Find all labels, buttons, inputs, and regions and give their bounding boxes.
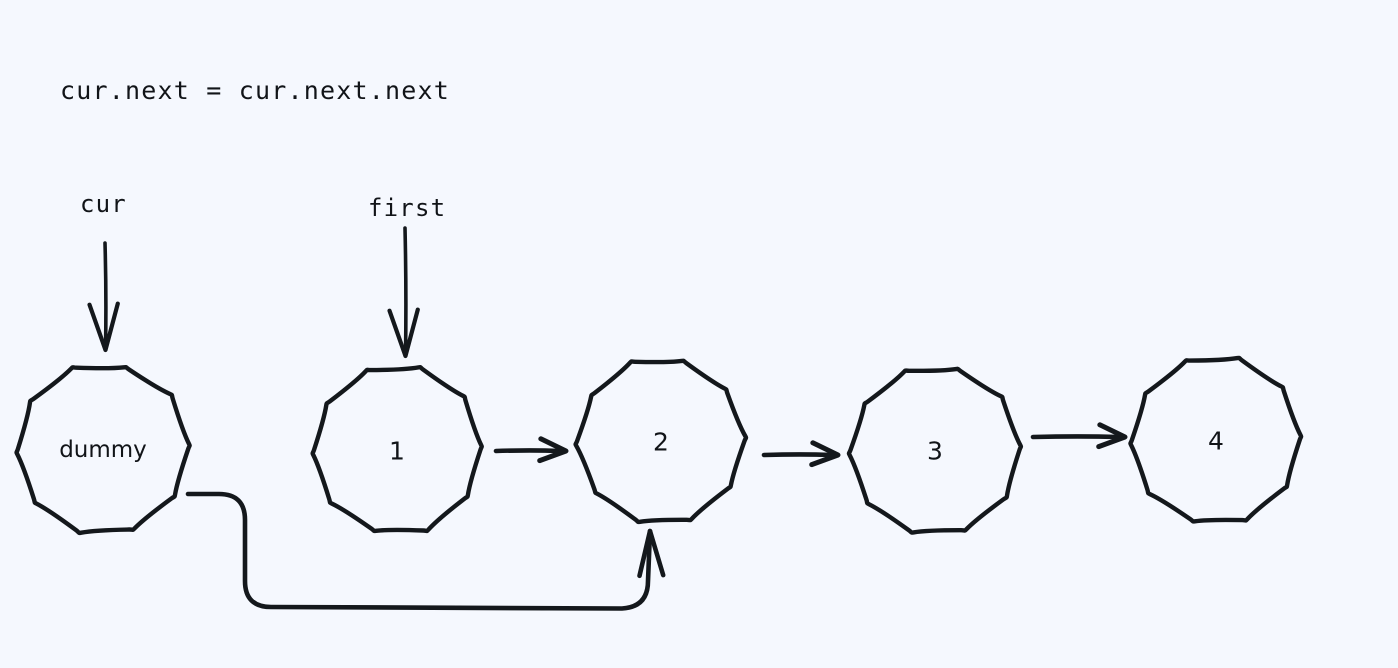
- node-circle-n3: [846, 366, 1024, 535]
- node-label-dummy: dummy: [59, 437, 147, 463]
- arrow-one-to-two: [493, 436, 569, 464]
- node-n1: 1: [310, 364, 484, 534]
- arrow-head-two-to-three: [809, 440, 841, 468]
- arrow-two-to-three: [761, 440, 841, 468]
- arrow-shaft-three-to-four: [1030, 434, 1122, 440]
- arrow-head-one-to-two: [537, 436, 569, 464]
- node-dummy: dummy: [14, 364, 192, 536]
- node-label-n1: 1: [389, 437, 405, 466]
- pointer-arrow-first: [387, 226, 420, 359]
- node-n2: 2: [573, 358, 749, 525]
- node-n4: 4: [1128, 355, 1304, 524]
- node-circle-dummy: [14, 364, 192, 536]
- node-n3: 3: [846, 366, 1024, 535]
- pointer-label-first: first: [368, 194, 447, 222]
- node-circle-n1: [310, 364, 484, 534]
- arrow-head-three-to-four: [1096, 422, 1128, 450]
- node-label-n2: 2: [653, 428, 669, 457]
- arrow-shaft-two-to-three: [761, 452, 835, 458]
- arrow-three-to-four: [1030, 422, 1128, 450]
- node-circle-n2: [573, 358, 749, 525]
- node-label-n3: 3: [927, 437, 943, 466]
- forward-arrow-group: [493, 422, 1128, 468]
- reroute-link-dummy-to-two: [185, 491, 666, 611]
- node-label-n4: 4: [1208, 427, 1224, 456]
- pointer-arrow-cur: [87, 241, 120, 353]
- pointer-label-cur: cur: [80, 190, 127, 218]
- arrow-shaft-one-to-two: [493, 448, 563, 454]
- node-group: dummy 1 2 3 4: [14, 355, 1304, 536]
- code-statement-title: cur.next = cur.next.next: [60, 76, 451, 105]
- node-circle-n4: [1128, 355, 1304, 524]
